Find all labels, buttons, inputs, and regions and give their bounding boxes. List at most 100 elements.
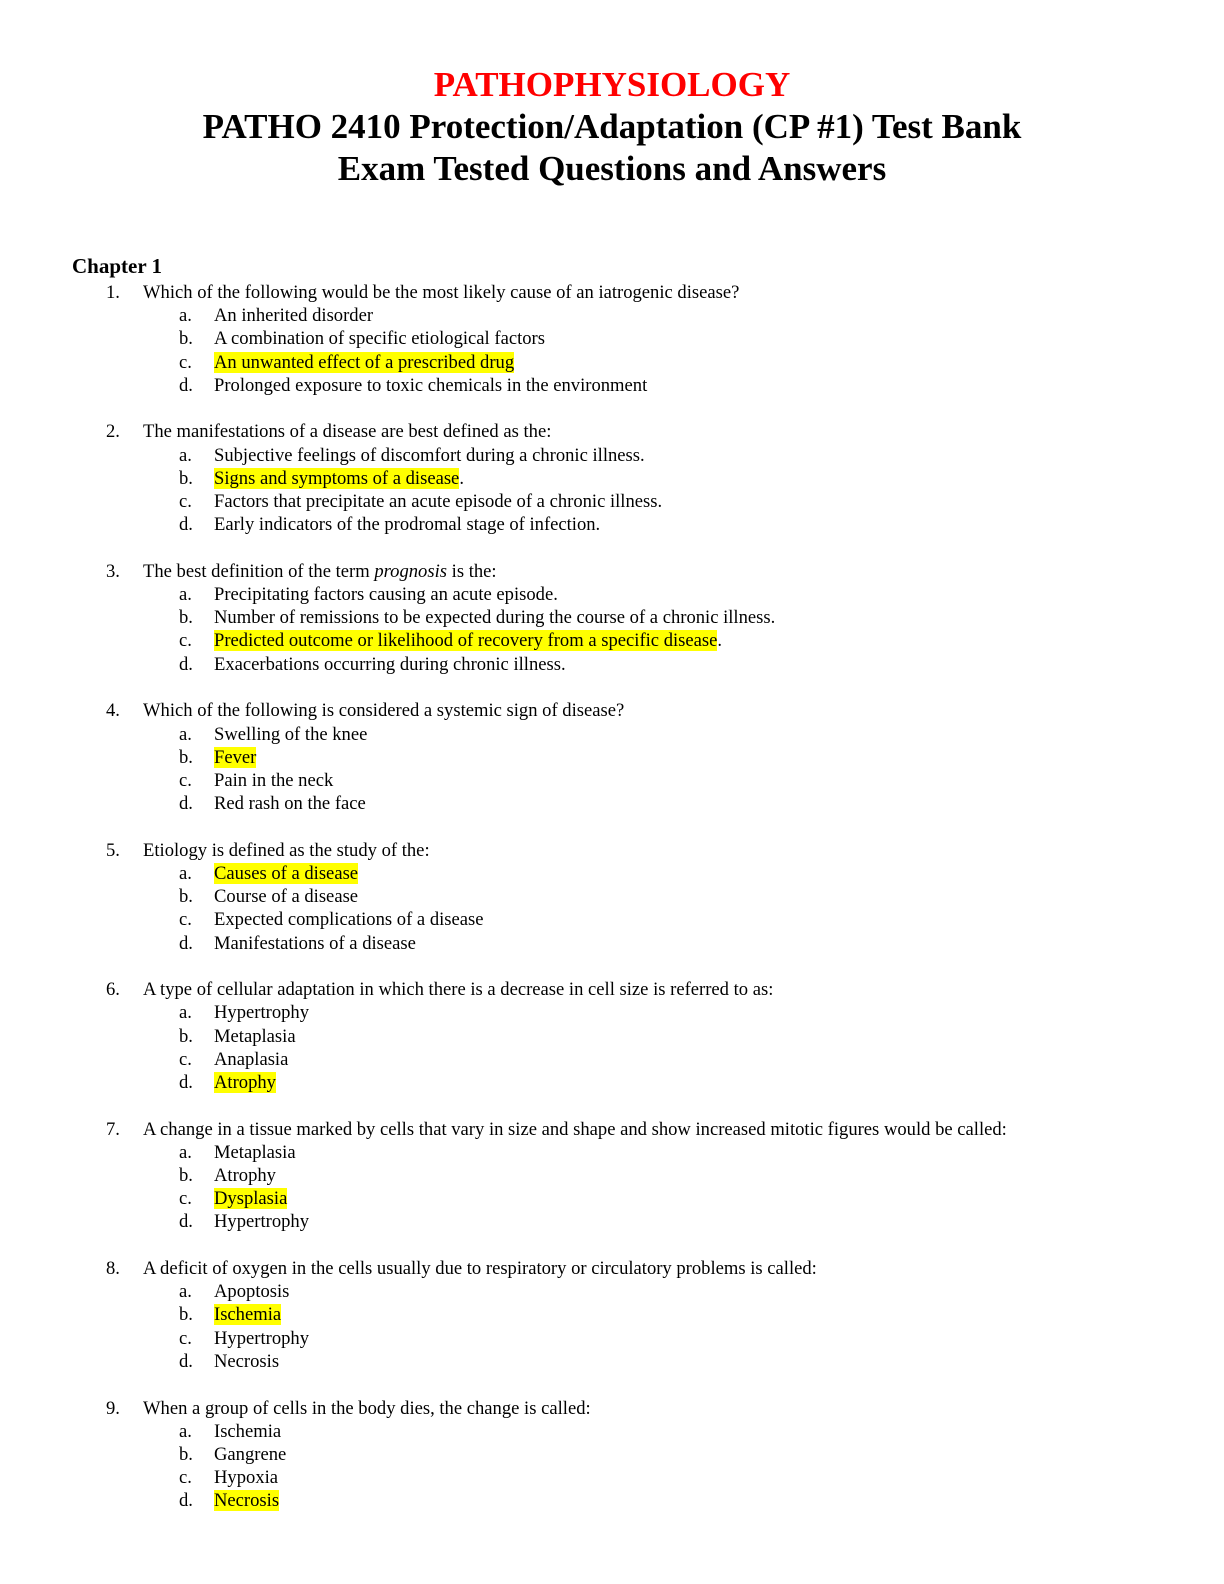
option-text-wrapper: Hypertrophy bbox=[214, 1327, 309, 1350]
question-stem: 1.Which of the following would be the mo… bbox=[0, 281, 1224, 304]
question-text-main: Etiology is defined as the study of the: bbox=[143, 839, 430, 861]
question-item: 9. When a group of cells in the body dies… bbox=[0, 1397, 1224, 1513]
option-letter: d. bbox=[179, 1350, 193, 1372]
option-letter: d. bbox=[179, 793, 193, 815]
option-letter: d. bbox=[179, 514, 193, 536]
answer-option-correct: c. Dysplasia bbox=[0, 1187, 1224, 1210]
option-letter: d. bbox=[179, 932, 193, 954]
answer-option: c.Hypoxia bbox=[0, 1466, 1224, 1489]
option-text: Hypertrophy bbox=[214, 1002, 310, 1024]
option-text-wrapper: Manifestations of a disease bbox=[214, 932, 416, 955]
answer-option: c.Anaplasia bbox=[0, 1048, 1224, 1071]
option-letter: b. bbox=[179, 467, 193, 489]
option-text: Exacerbations occurring during chronic i… bbox=[214, 653, 566, 675]
question-item: 3.The best definition of the term progno… bbox=[0, 560, 1224, 676]
option-letter: a. bbox=[179, 584, 192, 606]
option-letter: b. bbox=[179, 1304, 193, 1326]
option-letter: c. bbox=[179, 1467, 192, 1489]
option-text-wrapper: Anaplasia bbox=[214, 1048, 288, 1071]
option-text-wrapper: Predicted outcome or likelihood of recov… bbox=[214, 629, 722, 652]
option-text: Expected complications of a disease bbox=[214, 909, 484, 931]
option-letter: a. bbox=[179, 444, 192, 466]
answer-option-correct: c. Predicted outcome or likelihood of rec… bbox=[0, 629, 1224, 652]
question-text-italic-term: prognosis bbox=[374, 560, 447, 582]
option-text-wrapper: Hypertrophy bbox=[214, 1210, 309, 1233]
question-number: 6. bbox=[106, 979, 120, 1001]
highlighted-answer-text: Dysplasia bbox=[214, 1188, 288, 1210]
option-letter: c. bbox=[179, 630, 192, 652]
answer-option-correct: b. Signs and symptoms of a disease. bbox=[0, 467, 1224, 490]
option-text-wrapper: Subjective feelings of discomfort during… bbox=[214, 444, 645, 467]
document-header: PATHOPHYSIOLOGY PATHO 2410 Protection/Ad… bbox=[0, 64, 1224, 190]
option-text: Precipitating factors causing an acute e… bbox=[214, 584, 558, 606]
answer-option: a.An inherited disorder bbox=[0, 304, 1224, 327]
question-text-main: A type of cellular adaptation in which t… bbox=[143, 979, 774, 1001]
option-letter: c. bbox=[179, 1188, 192, 1210]
question-text-main: A change in a tissue marked by cells tha… bbox=[143, 1118, 1007, 1140]
option-text: Metaplasia bbox=[214, 1025, 296, 1047]
question-text-main: When a group of cells in the body dies, … bbox=[143, 1397, 591, 1419]
answer-option: d.Exacerbations occurring during chronic… bbox=[0, 653, 1224, 676]
option-text: Red rash on the face bbox=[214, 793, 366, 815]
question-text-main: A deficit of oxygen in the cells usually… bbox=[143, 1258, 817, 1280]
question-number: 8. bbox=[106, 1258, 120, 1280]
option-letter: b. bbox=[179, 1025, 193, 1047]
question-stem: 2.The manifestations of a disease are be… bbox=[0, 420, 1224, 443]
option-text-wrapper: Factors that precipitate an acute episod… bbox=[214, 490, 662, 513]
option-text: Necrosis bbox=[214, 1350, 280, 1372]
question-stem: 7. A change in a tissue marked by cells t… bbox=[0, 1118, 1224, 1141]
question-number: 1. bbox=[106, 282, 120, 303]
option-text: Factors that precipitate an acute episod… bbox=[214, 491, 663, 512]
option-text-wrapper: Fever bbox=[214, 746, 257, 769]
option-punctuation: . bbox=[459, 467, 464, 489]
question-text: A deficit of oxygen in the cells usually… bbox=[143, 1257, 817, 1280]
answer-option: c.Expected complications of a disease bbox=[0, 908, 1224, 931]
option-letter: b. bbox=[179, 1443, 193, 1465]
option-text: Subjective feelings of discomfort during… bbox=[214, 444, 645, 466]
option-text: Course of a disease bbox=[214, 886, 359, 908]
question-stem: 8. A deficit of oxygen in the cells usual… bbox=[0, 1257, 1224, 1280]
option-text-wrapper: An inherited disorder bbox=[214, 304, 373, 327]
option-text-wrapper: Gangrene bbox=[214, 1443, 286, 1466]
option-text: Apoptosis bbox=[214, 1281, 290, 1303]
option-letter: b. bbox=[179, 328, 193, 350]
answer-option: a.Metaplasia bbox=[0, 1141, 1224, 1164]
option-letter: c. bbox=[179, 351, 192, 373]
option-text-wrapper: Atrophy bbox=[214, 1071, 276, 1094]
question-stem: 9. When a group of cells in the body dies… bbox=[0, 1397, 1224, 1420]
question-stem: 6. A type of cellular adaptation in which… bbox=[0, 978, 1224, 1001]
option-text-wrapper: A combination of specific etiological fa… bbox=[214, 327, 545, 350]
answer-option-correct: d.Necrosis bbox=[0, 1489, 1224, 1512]
option-text-wrapper: Hypertrophy bbox=[214, 1001, 309, 1024]
highlighted-answer-text: Predicted outcome or likelihood of recov… bbox=[214, 630, 718, 652]
option-text: Ischemia bbox=[214, 1420, 282, 1442]
document-title-line2: Exam Tested Questions and Answers bbox=[337, 149, 887, 188]
option-letter: b. bbox=[179, 607, 193, 629]
option-text-wrapper: Causes of a disease bbox=[214, 862, 359, 885]
question-text: When a group of cells in the body dies, … bbox=[143, 1397, 591, 1420]
question-number: 2. bbox=[106, 421, 120, 443]
answer-option: b.Course of a disease bbox=[0, 885, 1224, 908]
option-text-wrapper: Exacerbations occurring during chronic i… bbox=[214, 653, 566, 676]
option-text-wrapper: An unwanted effect of a prescribed drug bbox=[214, 351, 515, 374]
answer-option: d. Red rash on the face bbox=[0, 792, 1224, 815]
option-text-wrapper: Number of remissions to be expected duri… bbox=[214, 606, 775, 629]
question-stem: 5.Etiology is defined as the study of th… bbox=[0, 839, 1224, 862]
question-number: 9. bbox=[106, 1397, 120, 1419]
option-punctuation: . bbox=[717, 630, 723, 652]
option-letter: d. bbox=[179, 1211, 193, 1233]
question-item: 7. A change in a tissue marked by cells t… bbox=[0, 1118, 1224, 1234]
answer-option: c.Pain in the neck bbox=[0, 769, 1224, 792]
highlighted-answer-text: Signs and symptoms of a disease bbox=[214, 467, 460, 489]
highlighted-answer-text: Ischemia bbox=[214, 1304, 282, 1326]
answer-option: a.Apoptosis bbox=[0, 1280, 1224, 1303]
option-letter: d. bbox=[179, 374, 193, 396]
subject-title: PATHOPHYSIOLOGY bbox=[433, 65, 791, 104]
option-text: Metaplasia bbox=[214, 1141, 296, 1163]
option-letter: d. bbox=[179, 1490, 193, 1512]
option-letter: b. bbox=[179, 1165, 193, 1186]
option-text-wrapper: Ischemia bbox=[214, 1303, 282, 1326]
option-text-wrapper: Metaplasia bbox=[214, 1141, 296, 1164]
answer-option: b.Atrophy bbox=[0, 1164, 1224, 1187]
question-number: 7. bbox=[106, 1118, 120, 1140]
